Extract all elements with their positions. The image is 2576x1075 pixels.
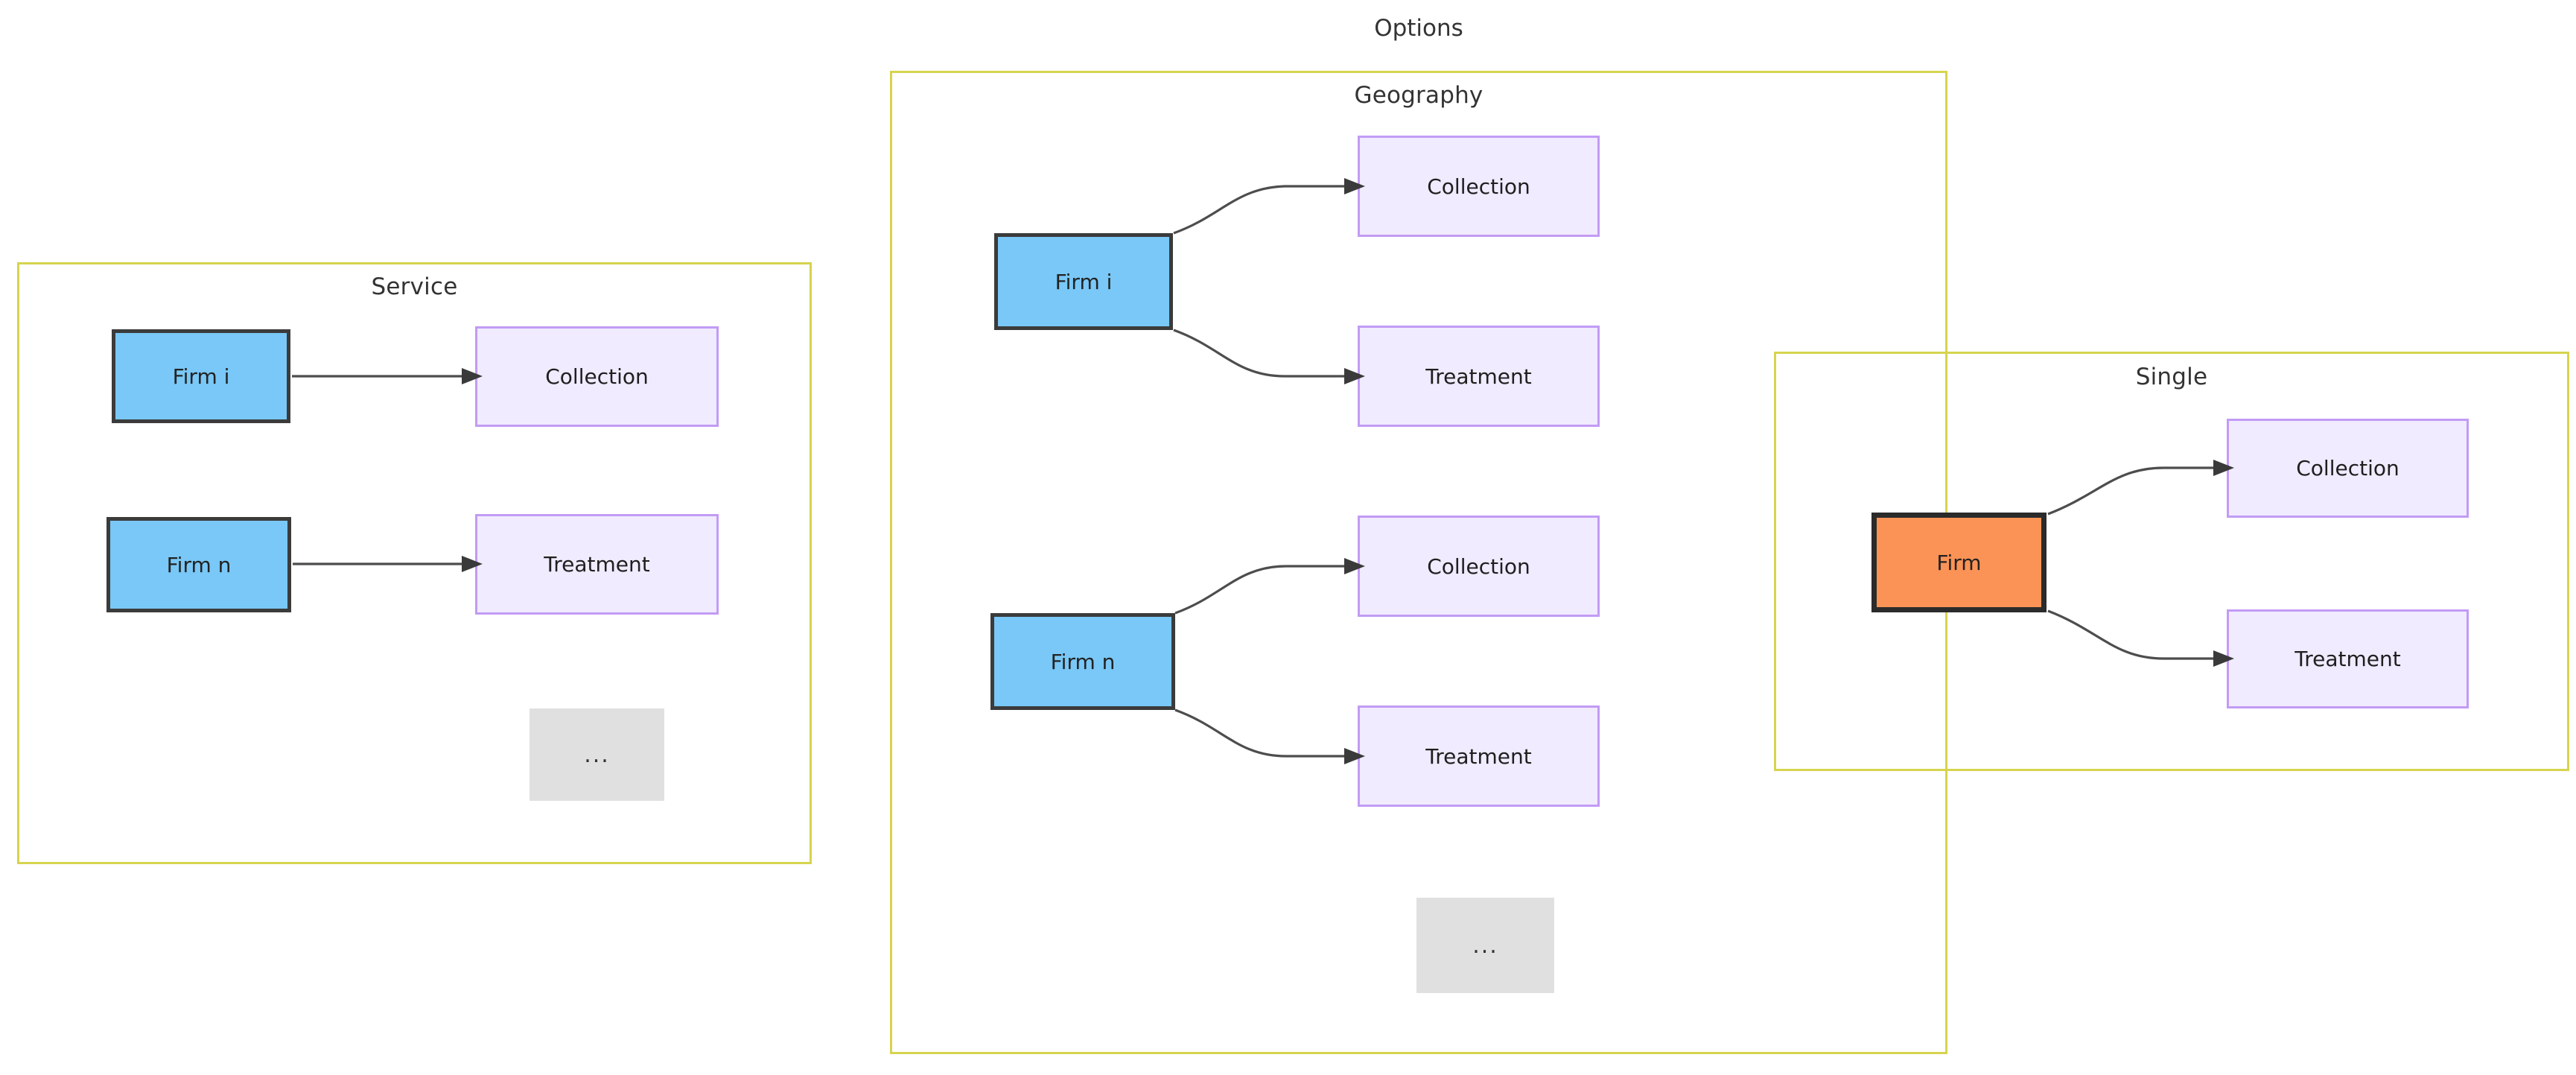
panel-geography-title: Geography [1354,82,1483,109]
node-service-collection[interactable]: Collection [475,326,719,427]
node-label: Collection [1427,554,1530,579]
node-label: Treatment [2294,647,2401,671]
options-caption: Options [1374,15,1463,42]
node-single-collection[interactable]: Collection [2227,419,2469,518]
node-label: Firm [1936,550,1982,575]
node-label: ... [1472,932,1498,959]
node-geography-ellipsis: ... [1416,898,1554,993]
node-label: Treatment [1425,743,1532,769]
node-label: Collection [1427,174,1530,199]
node-geography-firm-n[interactable]: Firm n [990,613,1175,710]
node-geography-treatment-i[interactable]: Treatment [1358,326,1600,427]
node-label: Firm i [172,364,230,389]
node-service-firm-i[interactable]: Firm i [112,329,290,423]
node-geography-treatment-n[interactable]: Treatment [1358,705,1600,807]
panel-service-title: Service [371,273,458,300]
panel-service [17,262,812,864]
node-label: Firm i [1055,269,1113,294]
node-label: Collection [545,364,649,389]
node-label: Treatment [1425,364,1532,389]
node-label: Firm n [166,552,232,577]
node-geography-collection-n[interactable]: Collection [1358,516,1600,617]
node-service-ellipsis: ... [529,708,664,801]
panel-single [1774,352,2569,771]
node-single-firm[interactable]: Firm [1871,513,2047,612]
node-service-treatment[interactable]: Treatment [475,514,719,615]
node-label: Treatment [544,552,650,577]
node-single-treatment[interactable]: Treatment [2227,609,2469,708]
node-label: ... [584,741,610,768]
node-service-firm-n[interactable]: Firm n [106,517,291,612]
node-label: Firm n [1050,649,1116,674]
node-geography-firm-i[interactable]: Firm i [994,233,1173,330]
node-geography-collection-i[interactable]: Collection [1358,136,1600,237]
node-label: Collection [2296,456,2400,481]
panel-single-title: Single [2135,364,2208,390]
